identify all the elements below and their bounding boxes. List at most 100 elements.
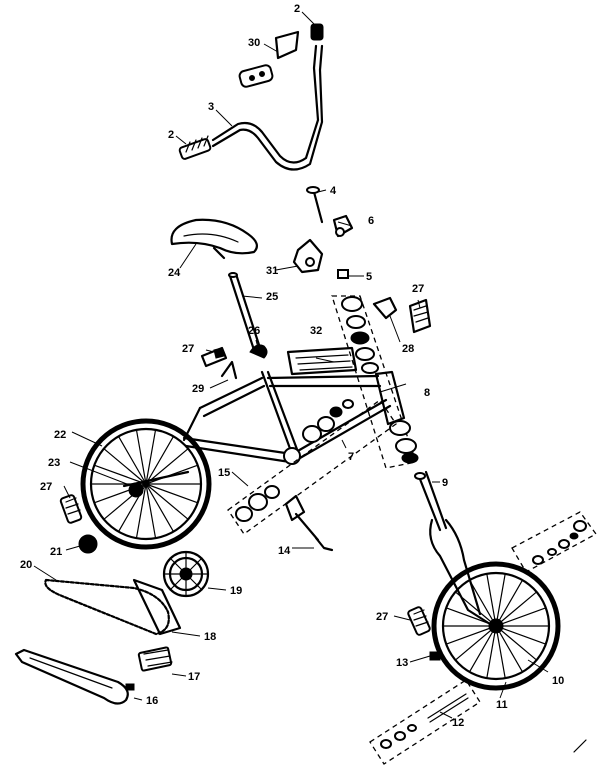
callout-13-front-hub-nut: 13 [396, 657, 408, 669]
callout-21-hub-nut: 21 [50, 546, 62, 558]
callout-22-rear-tire: 22 [54, 429, 66, 441]
crank [132, 578, 182, 636]
kickstand [284, 494, 334, 552]
callout-32-tool-pouch: 32 [310, 325, 322, 337]
callout-26-seat-clamp: 26 [248, 325, 260, 337]
callout-3-handlebar: 3 [208, 101, 214, 113]
callout-12-front-axle: 12 [452, 717, 464, 729]
spoke [495, 580, 523, 627]
callout-23-rear-wheel: 23 [48, 457, 60, 469]
callout-8-headset: 8 [424, 387, 430, 399]
callout-5-wedge-nut: 5 [366, 271, 372, 283]
chain [44, 578, 170, 636]
callout-2-right-grip: 2 [294, 3, 300, 15]
spoke [495, 607, 546, 627]
spoke-reflector-front [407, 606, 431, 636]
callout-27-spoke-reflector-rear: 27 [40, 481, 52, 493]
spoke [486, 625, 497, 678]
callout-27-front-reflector: 27 [412, 283, 424, 295]
callout-25-seat-post: 25 [266, 291, 278, 303]
spoke [495, 625, 537, 661]
wedge-nut [337, 269, 349, 279]
spoke [145, 483, 156, 538]
handlebar [211, 44, 324, 171]
spoke [495, 625, 523, 672]
front-axle-parts-upper [511, 511, 597, 573]
spoke [136, 483, 147, 538]
callout-20-chain: 20 [20, 559, 32, 571]
spoke [145, 483, 174, 532]
front-reflector [408, 298, 432, 334]
rear-reflector [200, 346, 228, 368]
callout-16-chain-guard: 16 [146, 695, 158, 707]
callout-labels: 2 30 3 2 4 6 24 31 5 27 25 28 26 32 27 2… [20, 3, 564, 729]
spoke [145, 430, 156, 485]
spoke [94, 464, 147, 485]
pedal [137, 646, 173, 672]
spoke [145, 483, 198, 504]
spoke [118, 436, 147, 485]
headset-parts [331, 295, 419, 469]
seat-clamp [249, 344, 268, 359]
callout-7-frame: 7 [348, 451, 354, 463]
callout-19-sprocket: 19 [230, 585, 242, 597]
callout-24-saddle: 24 [168, 267, 181, 279]
spoke [94, 483, 147, 504]
chain-guard-bolt [125, 683, 135, 691]
spoke [455, 625, 497, 661]
spoke-reflector-rear [59, 494, 83, 524]
bottom-bracket-parts [227, 399, 397, 535]
corner-mark [573, 739, 587, 753]
stem-clamp [332, 214, 354, 238]
callout-9-fork: 9 [442, 477, 448, 489]
callout-28-reflector-bracket: 28 [402, 343, 414, 355]
spoke [104, 483, 147, 520]
spoke [469, 580, 497, 627]
chain-guard [14, 648, 129, 705]
spoke [446, 625, 497, 645]
spoke [118, 483, 147, 532]
front-hub-nut [429, 651, 441, 661]
saddle [170, 218, 258, 260]
callout-27-rear-reflector: 27 [182, 343, 194, 355]
seat-post [228, 272, 262, 352]
callout-31-reflector-bracket: 31 [266, 265, 278, 277]
callout-29-rear-bracket: 29 [192, 383, 204, 395]
callout-10-front-wheel: 10 [552, 675, 564, 687]
spoke [145, 448, 188, 485]
spoke [486, 574, 497, 627]
rear-axle-nut [122, 470, 190, 488]
callout-11-front-tire: 11 [496, 699, 508, 711]
spoke [469, 625, 497, 672]
spoke [495, 625, 506, 678]
spoke [145, 483, 188, 520]
sprocket [162, 550, 210, 598]
right-grip [310, 23, 324, 41]
spoke [455, 591, 497, 627]
spoke [495, 574, 506, 627]
callout-6-stem-clamp: 6 [368, 215, 374, 227]
reflector-bracket [292, 238, 324, 274]
callout-30-handlebar-clamp: 30 [248, 37, 260, 49]
spoke [495, 591, 537, 627]
hub-nut [78, 534, 98, 554]
front-axle-parts-lower [369, 679, 481, 765]
leader-lines [33, 11, 549, 719]
callout-14-kickstand: 14 [278, 545, 291, 557]
front-reflector-bracket [372, 296, 398, 320]
callout-18-crank: 18 [204, 631, 216, 643]
callout-27-spoke-reflector-front: 27 [376, 611, 388, 623]
frame [182, 370, 406, 465]
fork [414, 470, 492, 626]
rear-bracket [220, 360, 238, 380]
tool-pouch [286, 346, 358, 376]
spoke [446, 607, 497, 627]
stem-bolt [306, 186, 324, 224]
spoke [145, 436, 174, 485]
left-grip [178, 135, 212, 160]
rear-wheel-spokes [91, 430, 201, 538]
callout-15-bottom-bracket: 15 [218, 467, 230, 479]
front-wheel-spokes [443, 574, 549, 678]
